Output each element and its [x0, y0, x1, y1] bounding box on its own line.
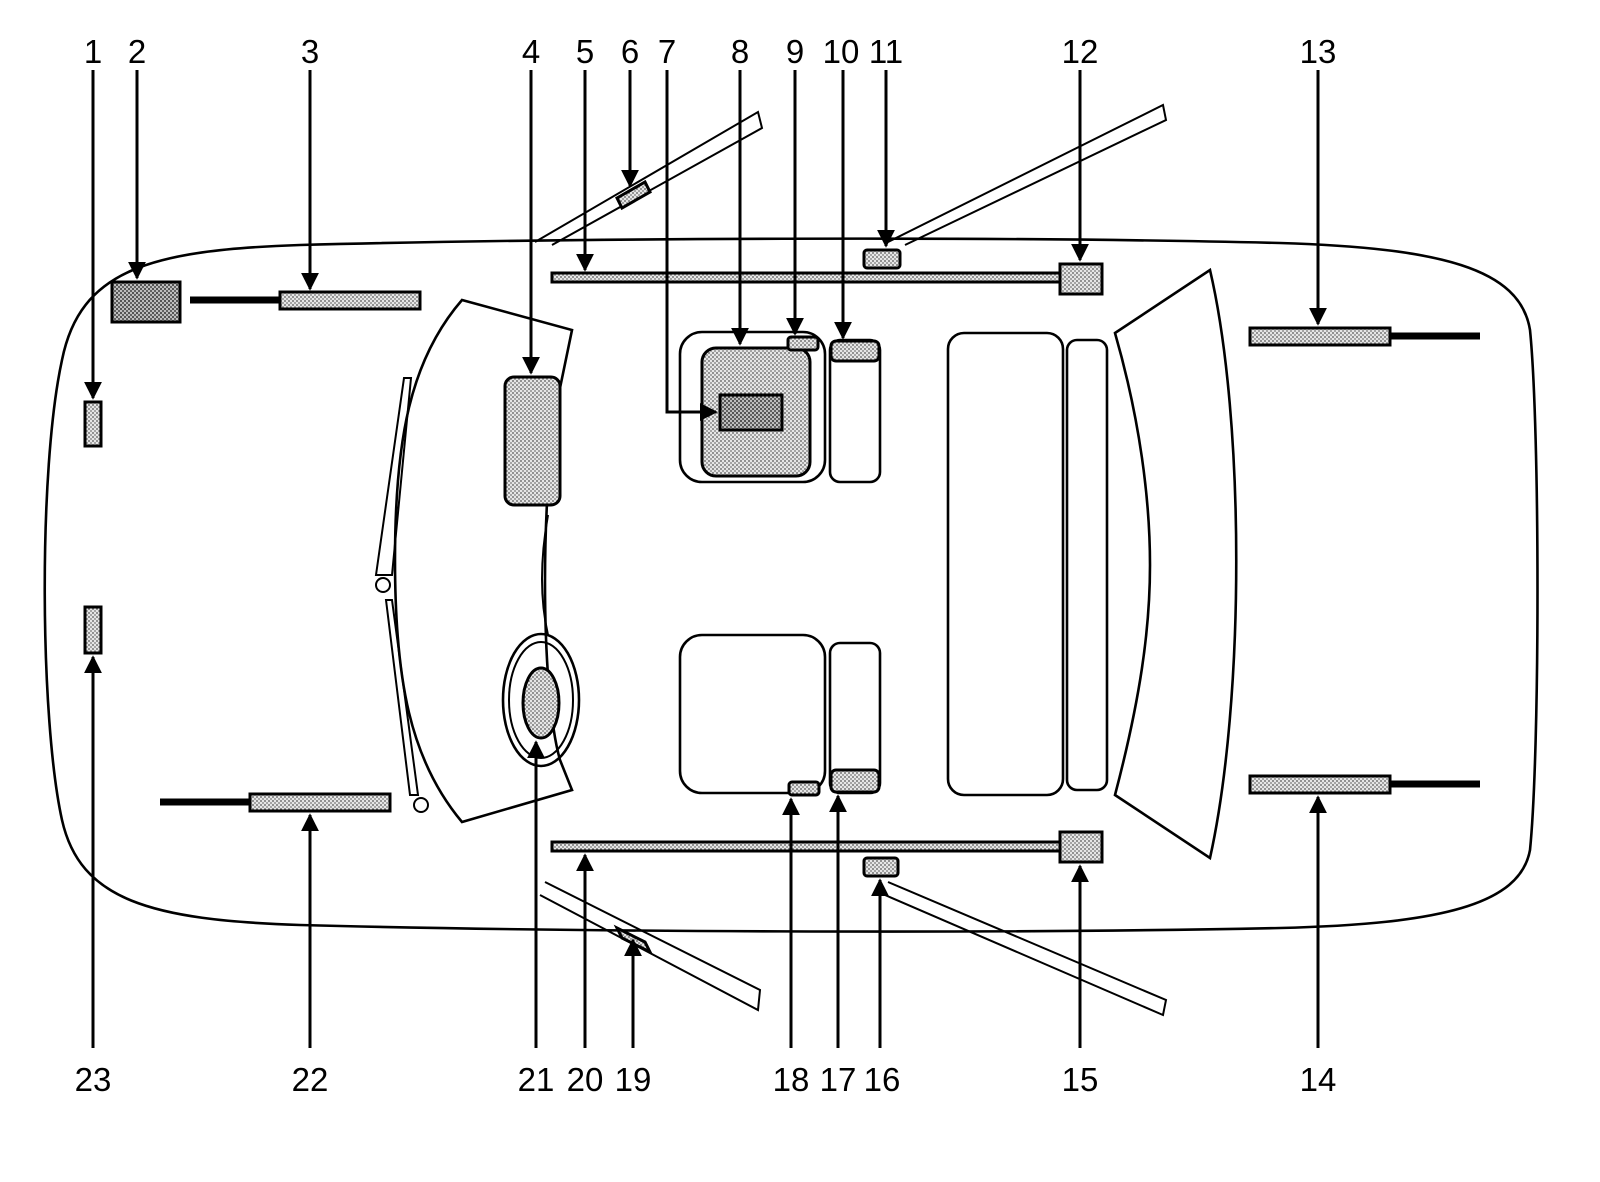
component-3-harness	[278, 290, 422, 311]
wiper-arm-upper	[374, 377, 413, 576]
rear-seat-cushion	[946, 331, 1065, 797]
callout-18: 18	[773, 1061, 810, 1098]
wiper-pivot-upper	[375, 577, 391, 593]
rear-window	[1113, 267, 1238, 861]
component-16-pillar-sensor	[862, 856, 900, 878]
component-12-side-sensor	[1058, 262, 1104, 296]
callout-13: 13	[1300, 33, 1337, 70]
callout-3: 3	[301, 33, 319, 70]
callout-7: 7	[658, 33, 676, 70]
component-5-sill-harness	[550, 271, 1064, 284]
component-10-seatback-sensor	[829, 339, 881, 363]
component-11-pillar-sensor	[862, 248, 902, 270]
front-door-right-open	[539, 881, 762, 1012]
component-23-front-impact-sensor	[83, 605, 103, 655]
front-seat-right-cushion	[678, 633, 827, 795]
callout-17: 17	[820, 1061, 857, 1098]
callout-1: 1	[84, 33, 102, 70]
wiper-arm-lower	[384, 599, 420, 796]
bottom-leader-lines	[84, 655, 1327, 1048]
component-21-steering-wheel-airbag	[521, 666, 561, 740]
top-callouts: 1 2 3 4 5 6 7 8 9 10 11 12 13	[84, 33, 1337, 70]
callout-15: 15	[1062, 1061, 1099, 1098]
front-door-left-open	[534, 110, 764, 246]
callout-11: 11	[869, 33, 903, 70]
component-9-seat-connector	[786, 335, 820, 352]
callout-19: 19	[615, 1061, 652, 1098]
callout-20: 20	[567, 1061, 604, 1098]
dashboard-edge	[541, 514, 549, 636]
component-15-side-sensor	[1058, 830, 1104, 864]
rear-seat-back	[1065, 338, 1109, 792]
callout-6: 6	[621, 33, 639, 70]
front-seat-left-outline	[678, 330, 827, 484]
callout-14: 14	[1300, 1061, 1337, 1098]
component-20-sill-harness	[550, 840, 1064, 853]
callout-22: 22	[292, 1061, 329, 1098]
component-18-seat-connector	[787, 780, 821, 797]
wiper-pivot-lower	[413, 797, 429, 813]
component-2-module	[110, 280, 182, 324]
leader-7	[665, 70, 718, 421]
bottom-callouts: 23 22 21 20 19 18 17 16 15 14	[75, 1061, 1337, 1098]
callout-4: 4	[522, 33, 540, 70]
car-body-outline	[43, 237, 1539, 933]
callout-21: 21	[518, 1061, 555, 1098]
component-6-door-sensor	[615, 179, 652, 211]
rear-door-left-open	[887, 103, 1168, 246]
rear-door-right-open	[884, 881, 1168, 1017]
component-7-occupant-module	[718, 393, 784, 432]
component-22-harness	[248, 792, 392, 813]
callout-10: 10	[823, 33, 860, 70]
steering-wheel-outer	[501, 632, 581, 768]
component-17-seatback-sensor	[829, 768, 881, 794]
callout-23: 23	[75, 1061, 112, 1098]
callout-8: 8	[731, 33, 749, 70]
component-14-rear-harness	[1248, 774, 1392, 795]
callout-5: 5	[576, 33, 594, 70]
component-4-instrument-module	[503, 375, 562, 507]
callout-2: 2	[128, 33, 146, 70]
callout-16: 16	[864, 1061, 901, 1098]
component-1-front-impact-sensor	[83, 400, 103, 448]
component-13-rear-harness	[1248, 326, 1392, 347]
top-leader-lines	[84, 70, 1327, 421]
callout-12: 12	[1062, 33, 1099, 70]
callout-9: 9	[786, 33, 804, 70]
